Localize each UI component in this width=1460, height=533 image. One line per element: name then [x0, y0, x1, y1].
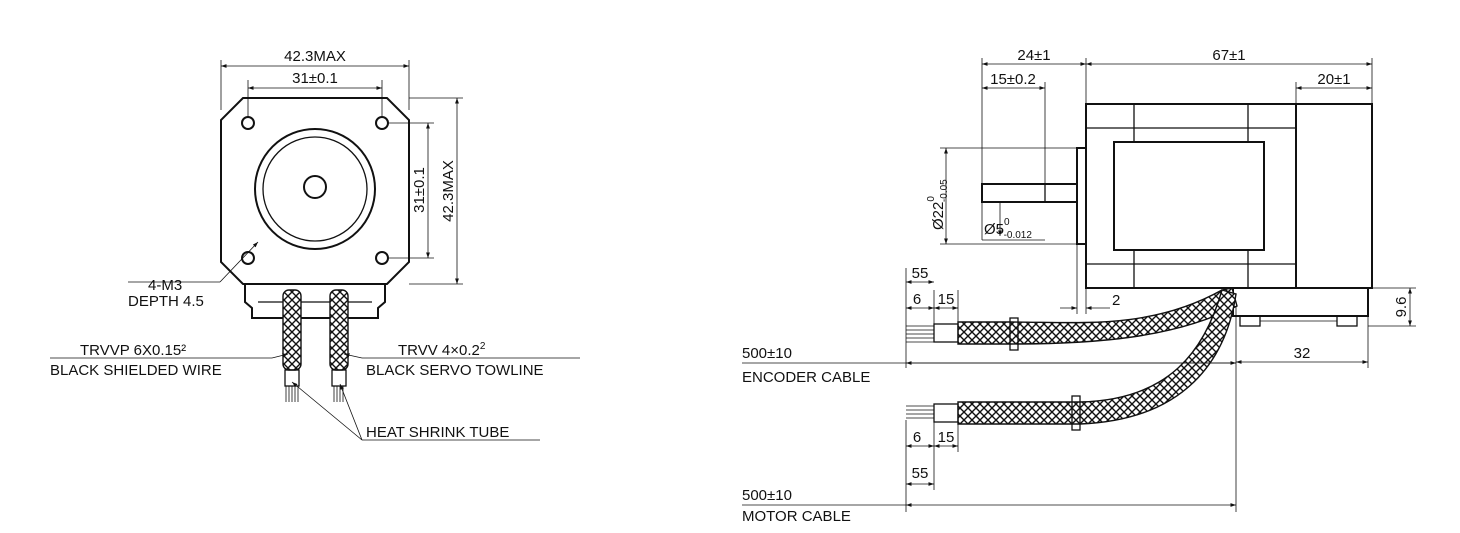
- encoder-shrink-tube: [284, 369, 300, 387]
- shaft-end: [303, 175, 327, 199]
- dim-pilot-dia: Ø220-0.05: [926, 179, 950, 230]
- dim-flange-gap: 2: [1112, 292, 1120, 309]
- dim-body-length: 67±1: [1212, 47, 1245, 64]
- encoder-cable: [957, 287, 1238, 345]
- thread-leader: [219, 241, 259, 283]
- dim-enc-strip-a: 6: [913, 291, 921, 308]
- shrink-tube-label: HEAT SHRINK TUBE: [366, 424, 509, 441]
- dim-hole-spacing-v: 31±0.1: [411, 167, 428, 213]
- dim-flat-length: 15±0.2: [990, 71, 1036, 88]
- motor-shrink: [933, 403, 959, 423]
- dim-mot-strip-total: 55: [912, 465, 929, 482]
- encoder-shrink: [933, 323, 959, 343]
- dim-enc-strip-b: 15: [938, 291, 955, 308]
- shrink-leader-b: [339, 383, 363, 441]
- encoder-cable-braid: [282, 289, 302, 371]
- mot-cable-label: MOTOR CABLE: [742, 508, 851, 525]
- front-view: 42.3MAX 31±0.1 31±0.1 42.3MAX 4-M3 DEPTH…: [50, 48, 580, 441]
- dim-mot-strip-a: 6: [913, 429, 921, 446]
- motor-wire-tips: [906, 405, 934, 419]
- boss-outer: [254, 128, 376, 250]
- encoder-wire-tips: [906, 325, 934, 343]
- dim-mot-strip-b: 15: [938, 429, 955, 446]
- dim-width-max: 42.3MAX: [284, 48, 346, 65]
- motor-wire-spec: TRVV 4×0.22: [398, 341, 486, 359]
- pilot-boss: [1076, 147, 1087, 245]
- dim-hole-spacing-h: 31±0.1: [292, 70, 338, 87]
- front-face-outline: [220, 97, 410, 285]
- side-view: 24±1 67±1 15±0.2 20±1 Ø220-0.05 Ø50-0.01…: [742, 47, 1416, 525]
- motor-wire-ends: [333, 386, 344, 402]
- motor-wire-leader: [343, 353, 363, 359]
- cable-box: [1232, 287, 1369, 317]
- encoder-wire-desc: BLACK SHIELDED WIRE: [50, 362, 222, 379]
- encoder-wire-spec: TRVVP 6X0.15²: [80, 342, 186, 359]
- thread-size: 4-M3: [148, 277, 182, 294]
- motor-cable: [957, 289, 1237, 425]
- stator-window: [1113, 141, 1265, 251]
- enc-cable-label: ENCODER CABLE: [742, 369, 870, 386]
- dim-box-length: 32: [1294, 345, 1311, 362]
- rear-housing: [1295, 103, 1373, 289]
- dim-shaft-length: 24±1: [1017, 47, 1050, 64]
- shaft: [981, 183, 1078, 203]
- dim-shaft-dia: Ø50-0.012: [984, 217, 1032, 241]
- cable-exit-block: [244, 283, 386, 319]
- motor-shrink-tube: [331, 369, 347, 387]
- encoder-wire-leader: [271, 353, 289, 359]
- dim-rear-length: 20±1: [1317, 71, 1350, 88]
- motor-cable-braid: [329, 289, 349, 371]
- dim-mot-cable-length: 500±10: [742, 487, 792, 504]
- dim-enc-strip-total: 55: [912, 265, 929, 282]
- boss-inner: [262, 136, 368, 242]
- motor-wire-desc: BLACK SERVO TOWLINE: [366, 362, 544, 379]
- dim-height-max: 42.3MAX: [440, 160, 457, 222]
- dim-box-height: 9.6: [1393, 297, 1410, 318]
- thread-depth: DEPTH 4.5: [128, 293, 204, 310]
- dim-enc-cable-length: 500±10: [742, 345, 792, 362]
- svg-text:Ø220-0.05: Ø220-0.05: [926, 179, 950, 230]
- encoder-wire-ends: [285, 386, 299, 402]
- shrink-leader-a: [291, 381, 363, 441]
